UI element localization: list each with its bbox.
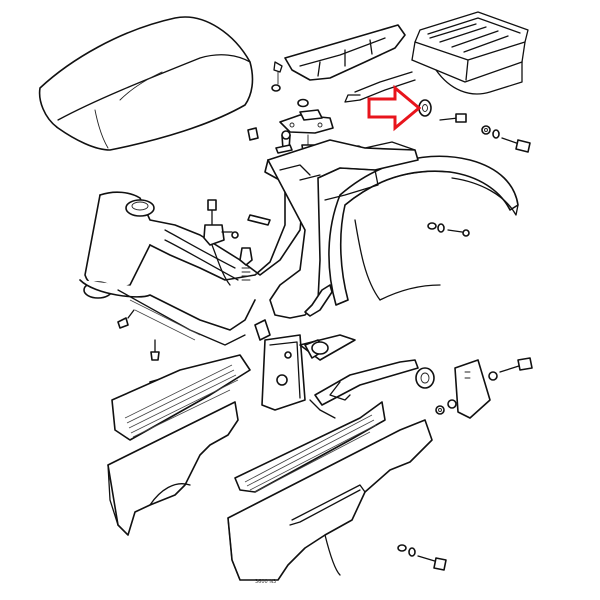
tail-tray [284, 24, 406, 81]
bottom-hardware [397, 544, 447, 571]
center-stand [261, 334, 435, 419]
right-footboard [227, 401, 433, 581]
rear-fender [328, 155, 519, 306]
side-plate-bolts [435, 357, 533, 419]
drawing-code: 3600 N3 [255, 579, 276, 585]
left-footboard [107, 354, 251, 536]
seat [38, 16, 254, 151]
frame [79, 139, 419, 346]
seat-latch-hardware [247, 61, 363, 165]
luggage-rack [344, 11, 529, 117]
rack-bolts [439, 113, 531, 153]
callout-arrow [367, 84, 422, 132]
